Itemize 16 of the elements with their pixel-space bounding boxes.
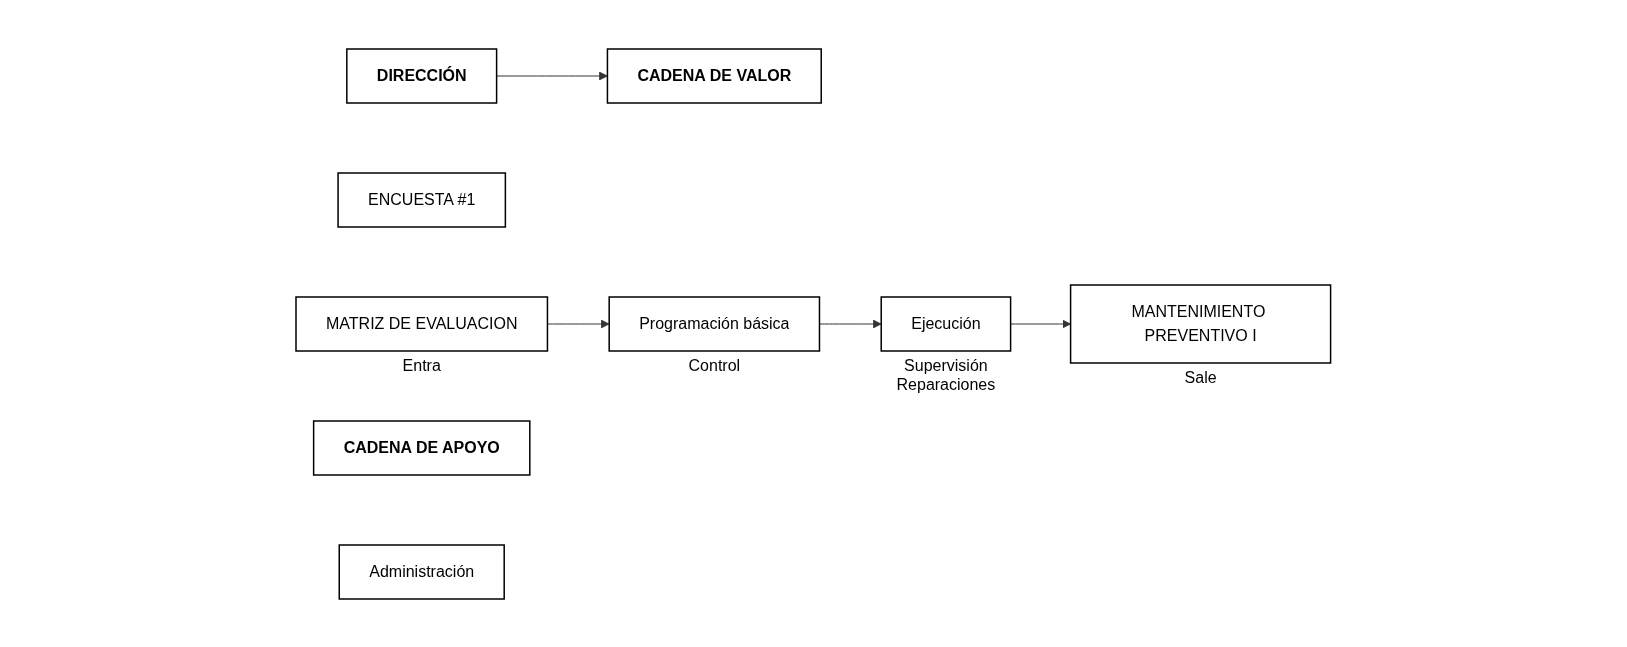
node-caption: Supervisión <box>904 356 988 374</box>
node-box: CADENA DE APOYO <box>313 419 531 476</box>
node-caption: Reparaciones <box>896 375 996 393</box>
arrow <box>819 319 882 328</box>
node-box: Administración <box>338 543 506 600</box>
node-caption: Sale <box>1184 368 1217 386</box>
node-box: Ejecución <box>880 295 1012 352</box>
node-caption: Control <box>688 356 741 374</box>
node-box: DIRECCIÓN <box>346 47 498 104</box>
node-box: ENCUESTA #1 <box>337 171 507 228</box>
arrow <box>547 319 610 328</box>
node-box: Programación básica <box>608 295 821 352</box>
node-box: MANTENIMIENTO PREVENTIVO I <box>1070 283 1332 364</box>
node-box: CADENA DE VALOR <box>606 47 823 104</box>
node-box: MATRIZ DE EVALUACION <box>295 295 549 352</box>
node-caption: Entra <box>402 356 442 374</box>
